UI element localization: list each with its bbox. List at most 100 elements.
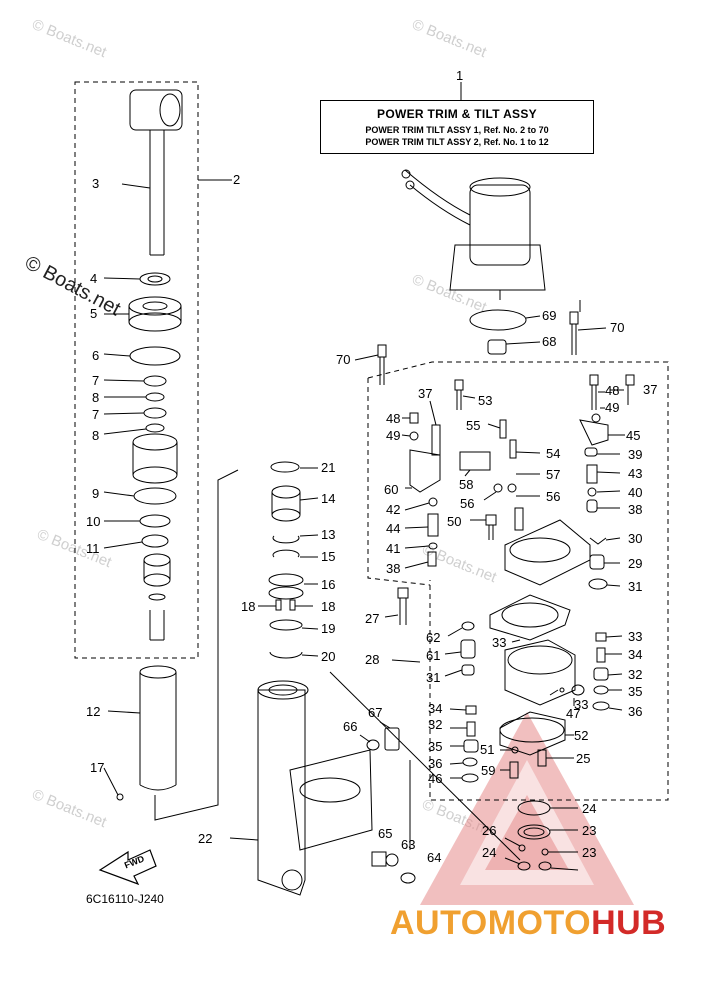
- callout-number: 34: [628, 647, 643, 662]
- diagram-code: 6C16110-J240: [86, 892, 164, 906]
- callout-number: 54: [546, 446, 561, 461]
- callout-number: 8: [92, 428, 100, 443]
- callout-number: 25: [576, 751, 591, 766]
- callout-number: 8: [92, 390, 100, 405]
- callout-number: 63: [401, 837, 416, 852]
- callout-number: 31: [426, 670, 441, 685]
- callout-number: 48: [386, 411, 401, 426]
- callout-number: 42: [386, 502, 401, 517]
- callout-number: 56: [460, 496, 475, 511]
- callout-number: 6: [92, 348, 100, 363]
- callout-number: 16: [321, 577, 336, 592]
- callout-number: 18: [241, 599, 256, 614]
- callout-number: 18: [321, 599, 336, 614]
- callout-number: 50: [447, 514, 462, 529]
- part-3-tilt-rod-eye: [129, 89, 183, 131]
- callout-number: 22: [198, 831, 213, 846]
- callout-number: 13: [321, 527, 336, 542]
- callout-number: 44: [386, 521, 401, 536]
- callout-number: 32: [628, 667, 643, 682]
- callout-number: 65: [378, 826, 393, 841]
- automotohub-logo: AUTOMOTOHUB: [390, 904, 666, 943]
- title-line-1: POWER TRIM & TILT ASSY: [377, 107, 537, 121]
- callout-number: 11: [86, 541, 100, 556]
- assy-1-dashed-box: [367, 361, 669, 801]
- callout-number: 52: [574, 728, 589, 743]
- callout-number: 66: [343, 719, 358, 734]
- callout-number: 34: [428, 701, 443, 716]
- callout-number: 17: [90, 760, 105, 775]
- callout-number: 14: [321, 491, 336, 506]
- callout-number: 60: [384, 482, 399, 497]
- callout-number: 28: [365, 652, 380, 667]
- callout-number: 70: [336, 352, 351, 367]
- assy-2-dashed-box: [74, 81, 199, 659]
- callout-number: 62: [426, 630, 441, 645]
- callout-number: 36: [628, 704, 643, 719]
- callout-number: 41: [386, 541, 401, 556]
- fwd-arrow-icon: [98, 849, 157, 886]
- callout-number: 32: [428, 717, 443, 732]
- callout-number: 9: [92, 486, 100, 501]
- callout-number: 7: [92, 373, 100, 388]
- logo-part-2: HUB: [591, 904, 667, 942]
- callout-number: 31: [628, 579, 643, 594]
- callout-number: 15: [321, 549, 336, 564]
- callout-number: 30: [628, 531, 643, 546]
- callout-number: 29: [628, 556, 643, 571]
- callout-number: 12: [86, 704, 101, 719]
- callout-number: 68: [542, 334, 557, 349]
- callout-number: 27: [365, 611, 380, 626]
- callout-number: 33: [628, 629, 643, 644]
- callout-number: 59: [481, 763, 496, 778]
- callout-number: 46: [428, 771, 443, 786]
- callout-number: 2: [233, 172, 241, 187]
- callout-number: 35: [428, 739, 443, 754]
- callout-number: 70: [610, 320, 625, 335]
- callout-number: 57: [546, 467, 561, 482]
- callout-number: 24: [482, 845, 497, 860]
- callout-number: 36: [428, 756, 443, 771]
- callout-number: 3: [92, 176, 100, 191]
- title-line-3: POWER TRIM TILT ASSY 2, Ref. No. 1 to 12: [365, 137, 549, 147]
- callout-number: 20: [321, 649, 336, 664]
- callout-number: 53: [478, 393, 493, 408]
- callout-number: 49: [386, 428, 401, 443]
- trim-motor: [469, 184, 531, 266]
- callout-number: 49: [605, 400, 620, 415]
- callout-number: 40: [628, 485, 643, 500]
- callout-number: 33: [574, 697, 589, 712]
- callout-number: 33: [492, 635, 507, 650]
- callout-number: 10: [86, 514, 101, 529]
- callout-number: 43: [628, 466, 643, 481]
- callout-number: 48: [605, 383, 620, 398]
- callout-number: 38: [386, 561, 401, 576]
- callout-number: 35: [628, 684, 643, 699]
- callout-number: 58: [459, 477, 474, 492]
- callout-number: 47: [566, 706, 581, 721]
- logo-part-1: AUTOMOTO: [390, 904, 592, 942]
- callout-number: 45: [626, 428, 641, 443]
- title-line-2: POWER TRIM TILT ASSY 1, Ref. No. 2 to 70: [365, 125, 549, 135]
- callout-number: 21: [321, 460, 336, 475]
- callout-number: 19: [321, 621, 336, 636]
- callout-number: 24: [582, 801, 597, 816]
- callout-number: 37: [418, 386, 433, 401]
- callout-number: 69: [542, 308, 557, 323]
- callout-number: 61: [426, 648, 441, 663]
- callout-number: 56: [546, 489, 561, 504]
- callout-number: 23: [582, 845, 597, 860]
- callout-number: 67: [368, 705, 383, 720]
- callout-number: 55: [466, 418, 481, 433]
- callout-number: 4: [90, 271, 98, 286]
- callout-number: 38: [628, 502, 643, 517]
- title-box: POWER TRIM & TILT ASSY POWER TRIM TILT A…: [320, 100, 594, 154]
- callout-number: 64: [427, 850, 442, 865]
- warning-triangle-icon: [420, 712, 634, 905]
- callout-number: 1: [456, 68, 464, 83]
- callout-number: 39: [628, 447, 643, 462]
- callout-number: 37: [643, 382, 658, 397]
- callout-number: 7: [92, 407, 100, 422]
